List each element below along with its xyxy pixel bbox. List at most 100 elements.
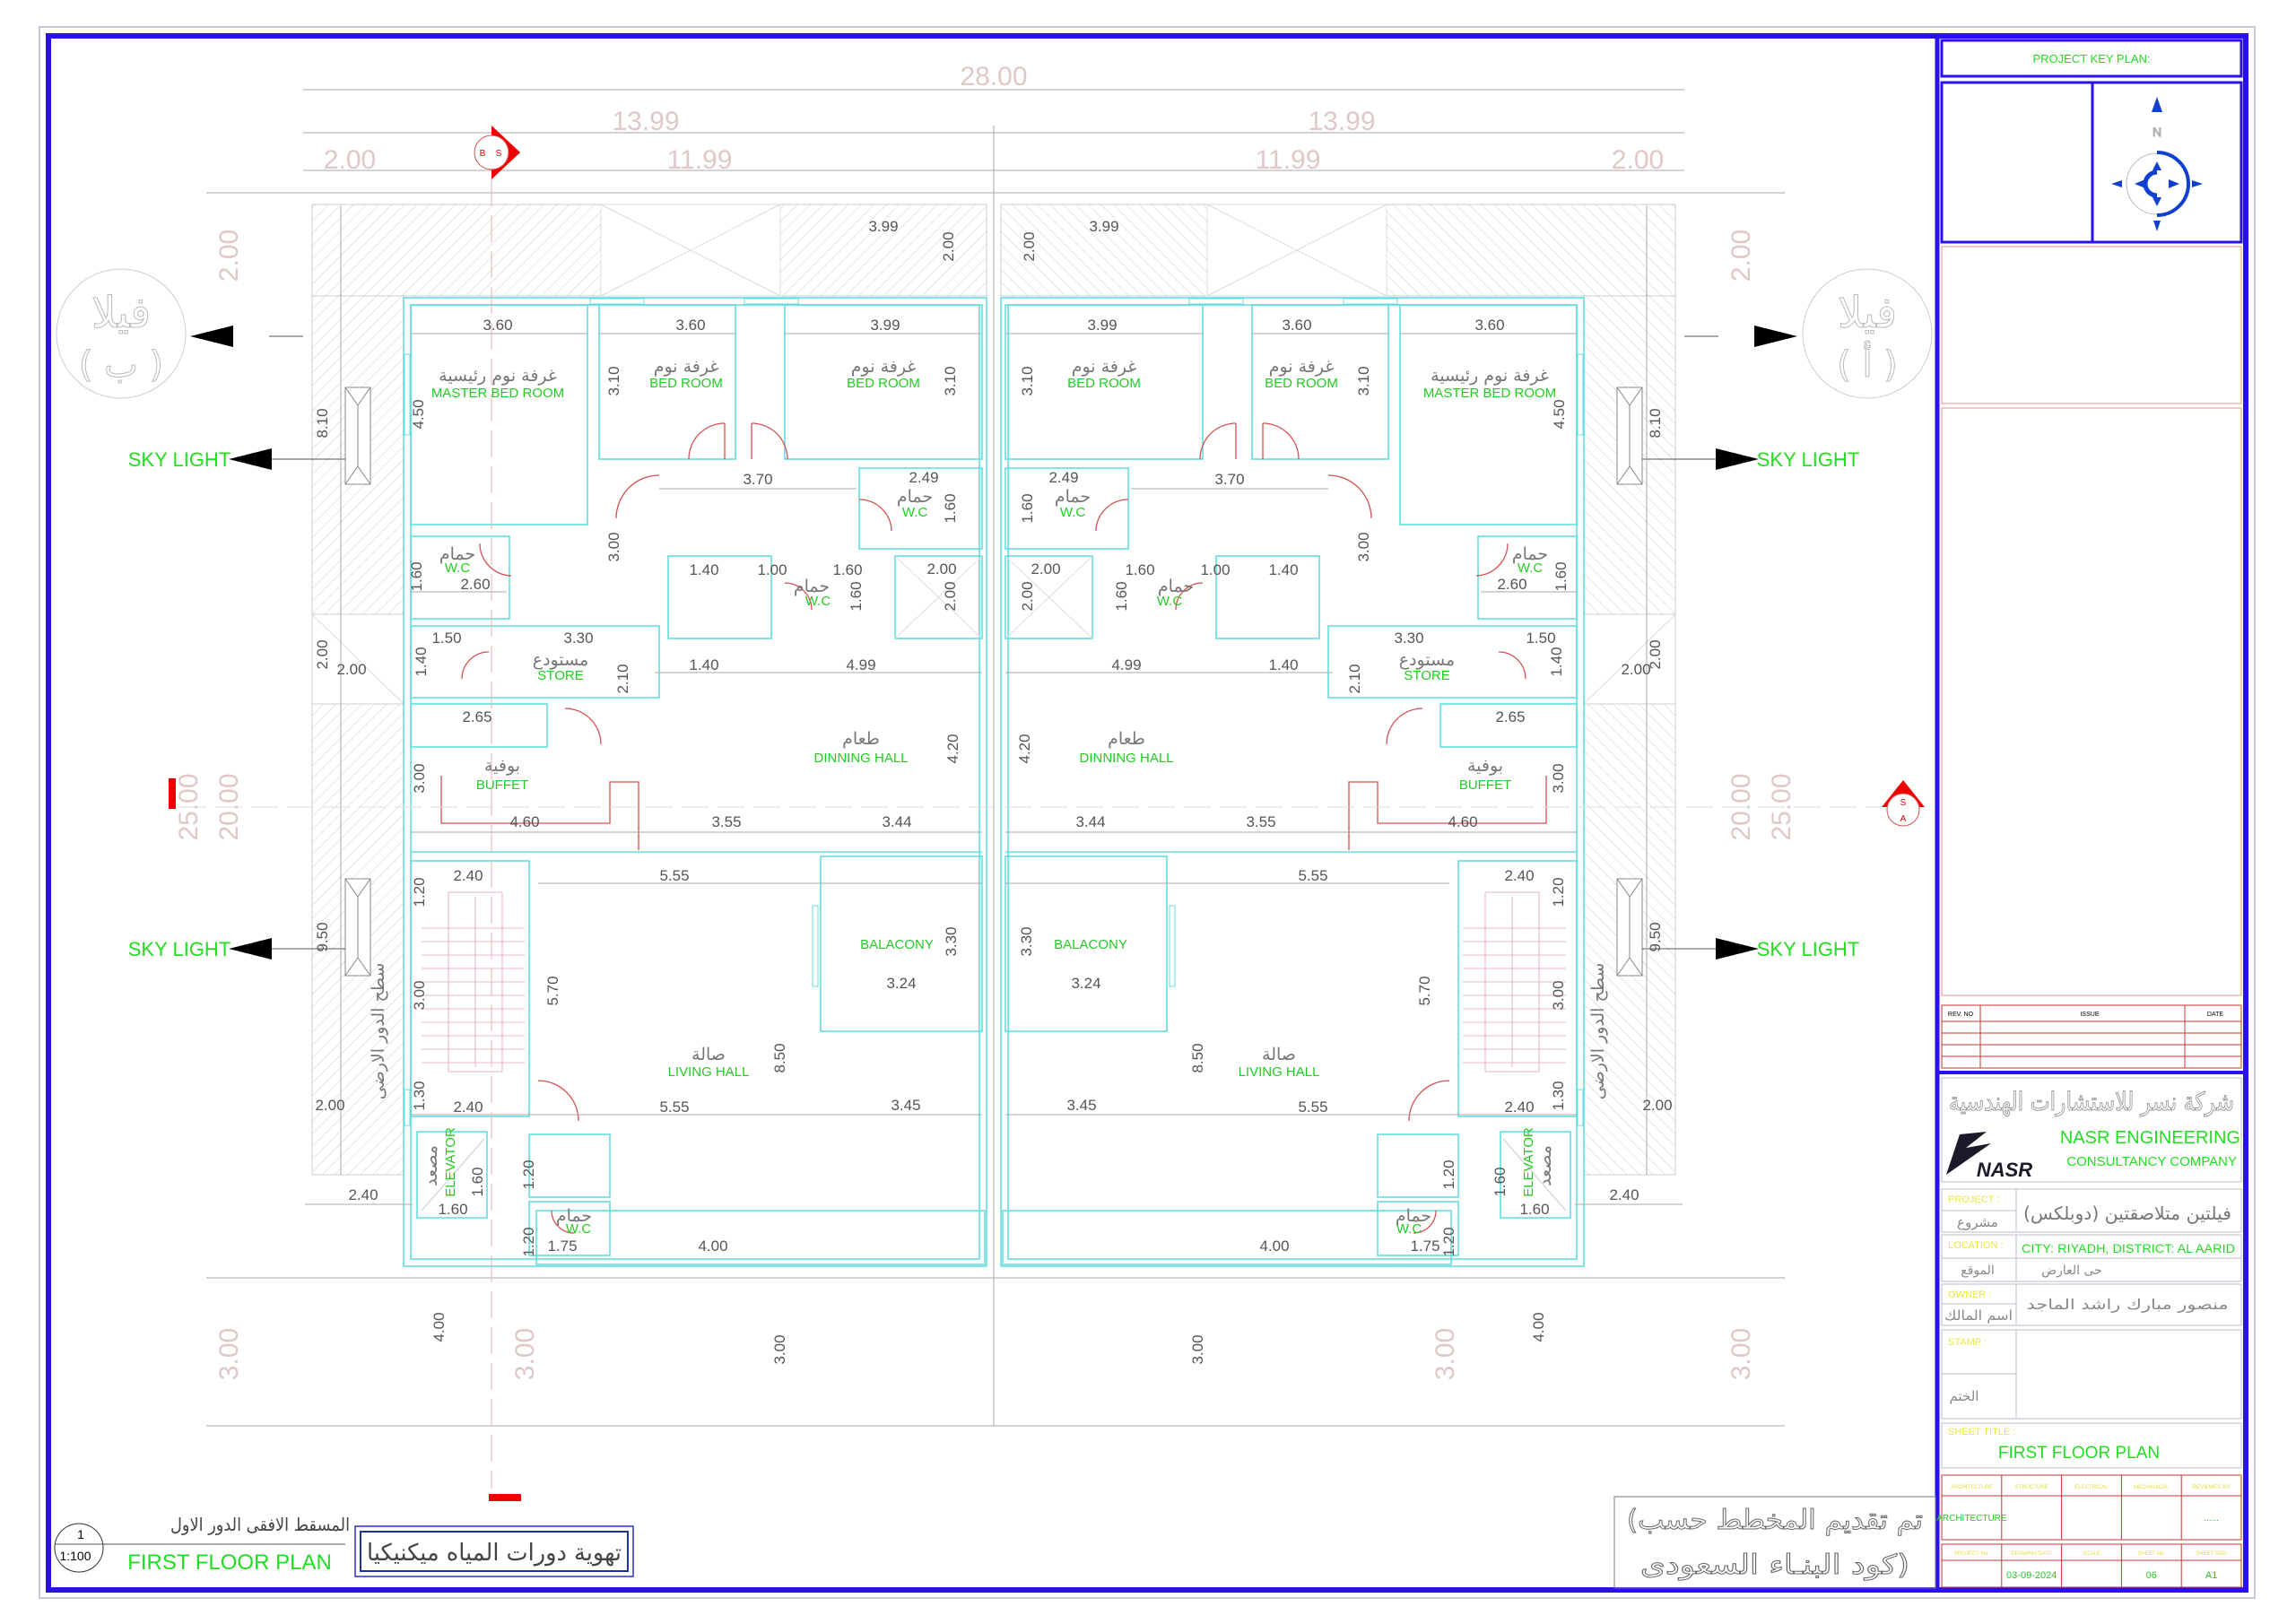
caption-title-en: FIRST FLOOR PLAN [127,1550,332,1575]
code-note-line: كود البنـاء السعودى) [1640,1550,1909,1581]
overall-dimension-label: 3.00 [1431,1328,1460,1380]
overall-dimensions: 28.00 [206,62,1785,1427]
dimension-label: 1.20 [411,877,428,907]
section-letter: S [496,149,502,159]
room-label-master-en: MASTER BED ROOM [431,386,564,401]
overall-dimension-label: 13.99 [612,107,679,136]
dimension-label: 4.20 [1016,734,1033,763]
dimension-label: 2.00 [942,581,959,611]
dimension-label: 1.60 [1552,561,1570,591]
key-plan-label: PROJECT KEY PLAN: [2032,52,2150,65]
dimension-label: 2.00 [1642,1097,1672,1114]
caption-title-ar: المسقط الافقى الدور الاول [170,1514,350,1535]
roof-label: سطح الدور الارضى [1588,963,1608,1100]
villa-geometry [190,204,987,1267]
info-header: PROJECT No. [1954,1551,1989,1557]
dimension-label: 2.40 [1504,867,1534,884]
dimension-label: 8.10 [1647,408,1664,438]
dimension-label: 4.00 [430,1312,448,1342]
dimension-label: 1.20 [520,1159,537,1189]
dimension-label: 3.24 [886,975,916,992]
room-label-elevator-en: ELEVATOR [443,1127,458,1197]
dimension-label: 3.30 [1018,926,1035,956]
room-label-elevator-ar: مصعد [1535,1145,1555,1186]
owner-label-ar: اسم المالك [1944,1307,2013,1324]
room-label-bed-en: BED ROOM [847,376,920,391]
dimension-label: 3.10 [1355,366,1372,395]
dimension-label: 1.60 [832,561,862,578]
dimension-label: 3.99 [870,317,900,334]
room-label-master-en: MASTER BED ROOM [1423,386,1556,401]
dimension-label: 1.40 [689,656,718,673]
section-letter: S [1900,798,1907,808]
dimension-label: 3.60 [1474,317,1504,334]
room-label-balcony-en: BALACONY [1054,937,1127,952]
dimension-label: 3.10 [605,366,622,395]
dimension-label: 2.00 [314,639,331,669]
room-label-wc-ar: حمام [1396,1206,1431,1226]
dimension-label: 2.65 [462,708,491,725]
villa-word: فيلا [1838,288,1897,338]
room-label-dining-en: DINNING HALL [1079,751,1173,766]
dimension-label: 3.44 [1075,813,1105,830]
dimension-label: 3.55 [1246,813,1275,830]
discipline-value: ...... [2204,1514,2219,1524]
dimension-label: 4.20 [944,734,961,763]
dimension-label: 1.40 [1548,647,1565,676]
overall-dimension-label: 13.99 [1308,107,1375,136]
revision-table: REV. NO ISSUE DATE [1941,1004,2242,1069]
dimension-label: 1.75 [1410,1238,1439,1255]
dimension-label: 3.10 [1019,366,1036,395]
overall-dimension-label: 11.99 [667,145,733,175]
dimension-label: 3.00 [411,763,428,793]
room-label-elevator-ar: مصعد [422,1145,441,1186]
room-label-store-ar: مستودع [1399,650,1455,670]
dimension-label: 3.44 [882,813,911,830]
info-value: 06 [2146,1570,2157,1581]
dimension-label: 1.60 [438,1201,467,1218]
dimension-label: 1.30 [411,1081,428,1110]
discipline-value: ARCHITECTURE [1936,1514,2007,1524]
discipline-header: ELECTRICAL [2074,1485,2109,1490]
room-label-living-ar: صالة [1262,1045,1296,1064]
room-label-buffet-ar: بوفية [1467,756,1503,776]
ventilation-note: تهوية دورات المياه ميكنيكيا [367,1540,622,1567]
dimension-label: 2.00 [1621,661,1650,678]
drawing-number: 1 [77,1527,84,1541]
room-label-wc-en: W.C [1157,594,1182,609]
dimension-label: 2.60 [460,576,490,593]
dimension-label: 5.70 [544,976,561,1005]
stamp-label: STAMP : [1948,1337,1987,1348]
room-label-wc-en: W.C [1518,560,1543,576]
dimension-label: 3.70 [1214,471,1244,488]
dimension-label: 5.55 [659,867,689,884]
dimension-label: 1.40 [413,647,430,676]
code-note-line: (تم تقديم المخطط حسب [1627,1505,1923,1536]
dimension-label: 1.40 [1268,656,1298,673]
villa-b-plan: 3.603.603.994.503.103.103.702.491.601.60… [128,107,987,1380]
dimension-label: 4.50 [1551,399,1568,429]
villa-letter: ( أ ) [1837,341,1898,386]
villa-labels: 3.603.603.994.503.103.103.702.491.601.60… [1016,107,1859,1380]
discipline-header: REVIEWED BY [2193,1485,2231,1490]
room-label-bed-en: BED ROOM [1067,376,1141,391]
room-label-buffet-en: BUFFET [1459,777,1511,793]
overall-dimension-label: 3.00 [1726,1328,1756,1380]
room-label-living-en: LIVING HALL [668,1064,750,1080]
dimension-label: 2.49 [1048,469,1078,486]
room-label-bed-ar: غرفة نوم [654,357,719,377]
room-label-wc-ar: حمام [1158,577,1194,596]
dimension-label: 8.50 [771,1043,788,1073]
skylight-label: SKY LIGHT [1757,448,1860,471]
room-label-wc-en: W.C [1396,1221,1422,1237]
compass-north: N [2152,125,2161,139]
dimension-label: 3.00 [411,980,428,1010]
dimension-label: 2.40 [453,867,483,884]
dimension-label: 1.20 [1440,1159,1457,1189]
room-label-bed-ar: غرفة نوم [1072,357,1137,377]
dimension-label: 3.30 [563,630,593,647]
dimension-label: 4.60 [509,813,539,830]
room-label-wc-en: W.C [566,1221,591,1237]
dimension-label: 1.60 [408,561,425,591]
